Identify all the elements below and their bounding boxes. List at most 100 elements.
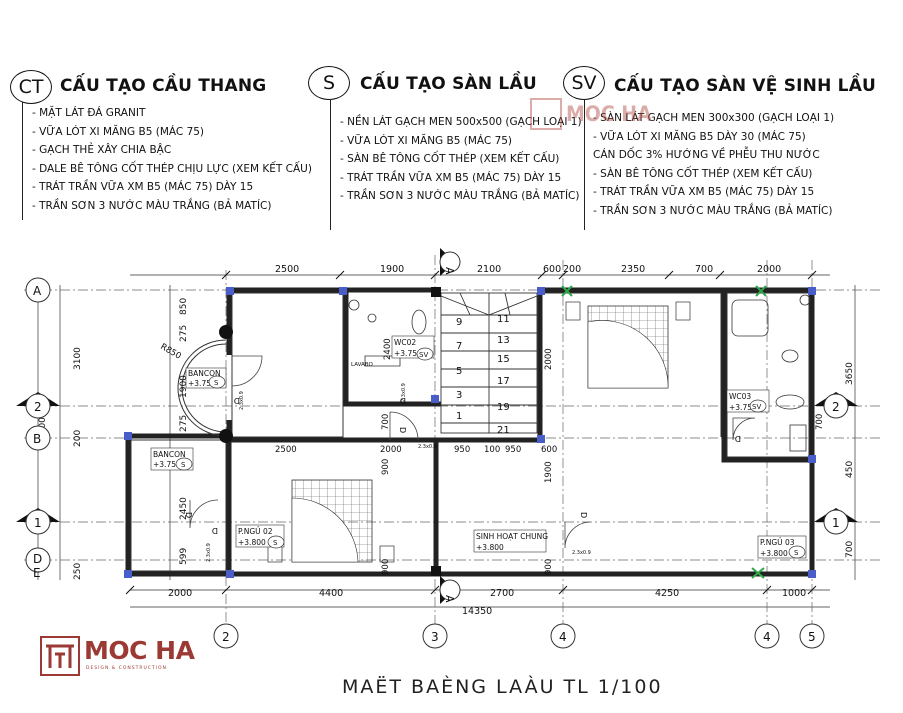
top-dimensions: 2500 1900 2100 600 200 2350 700 2000	[275, 264, 781, 275]
logo-subtext: DESIGN & CONSTRUCTION	[86, 666, 167, 671]
section-title: CẤU TẠO SÀN LẦU	[360, 74, 537, 94]
svg-text:900: 900	[381, 559, 391, 575]
svg-text:700: 700	[845, 541, 855, 558]
svg-text:19: 19	[497, 402, 510, 413]
svg-text:700: 700	[381, 414, 391, 430]
left-dimensions: 850 275 1900 275 2450 599 250 3100 6000 …	[38, 298, 189, 580]
columns-blue	[124, 287, 816, 578]
windows-green	[561, 285, 767, 579]
spec-item: - VỮA LÓT XI MĂNG B5 (MÁC 75)	[32, 125, 205, 138]
spec-item: - NỀN LÁT GẠCH MEN 500x500 (GẠCH LOẠI 1)	[340, 116, 582, 128]
svg-text:+3.800: +3.800	[238, 538, 266, 547]
door-swings	[189, 355, 756, 549]
svg-text:3: 3	[431, 630, 439, 644]
watermark-logo-mark-icon	[530, 98, 562, 130]
spec-item: - VỮA LÓT XI MĂNG B5 (MÁC 75)	[340, 134, 513, 147]
svg-text:+3.750: +3.750	[394, 349, 422, 358]
section-code-badge: SV	[563, 66, 605, 100]
grid-bubbles-left: A 2 B 1 D E	[16, 277, 60, 580]
svg-text:1000: 1000	[782, 588, 806, 599]
spec-item: - TRÁT TRẦN VỮA XM B5 (MÁC 75) DÀY 15	[340, 171, 562, 184]
svg-text:E: E	[33, 566, 41, 580]
grid-bubbles-right: 2 1	[814, 392, 858, 535]
spec-item: - TRẦN SƠN 3 NƯỚC MÀU TRẮNG (BẢ MATÍC)	[340, 190, 580, 202]
section-items: - MẶT LÁT ĐÁ GRANIT - VỮA LÓT XI MĂNG B5…	[32, 104, 312, 215]
svg-text:2: 2	[222, 630, 230, 644]
svg-text:200: 200	[73, 430, 83, 447]
svg-text:BANCON: BANCON	[153, 450, 186, 459]
svg-text:11: 11	[497, 314, 510, 325]
svg-text:A: A	[33, 284, 42, 298]
svg-text:D: D	[33, 552, 42, 566]
svg-text:900: 900	[544, 559, 554, 575]
svg-text:600: 600	[543, 264, 561, 275]
svg-text:2450: 2450	[179, 497, 189, 520]
svg-text:D: D	[579, 512, 588, 518]
section-markers: A A	[439, 248, 461, 604]
logo-mark-icon	[40, 636, 80, 676]
svg-text:2.3x0.9: 2.3x0.9	[572, 550, 591, 556]
window-tags: 2.3x0.9 2.3x0.9 2.3x0.9 2.3x0.9 2.3x0.9	[206, 383, 591, 562]
spec-item: - TRẦN SƠN 3 NƯỚC MÀU TRẮNG (BẢ MATÍC)	[32, 199, 272, 212]
floor-finish-tags: S SV SV S S S	[175, 347, 806, 559]
svg-text:275: 275	[179, 415, 189, 432]
svg-text:200: 200	[563, 264, 581, 275]
svg-text:14350: 14350	[462, 606, 492, 617]
brand-logo: MOC HA DESIGN & CONSTRUCTION	[40, 636, 195, 680]
svg-text:13: 13	[497, 335, 510, 346]
svg-text:WC03: WC03	[729, 392, 751, 401]
svg-text:SINH HOẠT CHUNG: SINH HOẠT CHUNG	[476, 532, 548, 541]
section-code-badge: CT	[10, 70, 52, 104]
svg-text:2.3x0.9: 2.3x0.9	[418, 444, 437, 450]
section-items: - SÀN LÁT GẠCH MEN 300x300 (GẠCH LOẠI 1)…	[593, 109, 834, 220]
svg-text:S: S	[181, 461, 186, 469]
svg-text:2000: 2000	[380, 445, 402, 455]
section-divider	[22, 102, 23, 220]
svg-text:WC02: WC02	[394, 338, 416, 347]
fixture-label: LAVABO	[351, 362, 373, 368]
grid-bubbles-bottom: 2 3 4 4 5	[213, 623, 825, 649]
svg-text:850: 850	[179, 298, 189, 315]
svg-text:2000: 2000	[757, 264, 781, 275]
section-divider	[584, 100, 585, 230]
svg-text:A: A	[443, 595, 456, 603]
svg-text:+3.800: +3.800	[760, 549, 788, 558]
fixtures	[348, 294, 811, 452]
svg-text:2: 2	[34, 400, 42, 414]
balcony-arc	[177, 339, 227, 437]
watermark-text: MOC HA	[566, 102, 652, 126]
svg-text:2000: 2000	[544, 348, 554, 370]
door-tags: D D D D D D D	[184, 396, 741, 535]
svg-text:2400: 2400	[383, 338, 393, 360]
watermark-logo: MOC HA	[530, 98, 652, 130]
svg-text:2.3x0.9: 2.3x0.9	[401, 383, 407, 402]
spec-item: CÁN DỐC 3% HƯỚNG VỀ PHỄU THU NƯỚC	[593, 149, 820, 161]
svg-text:S: S	[273, 539, 278, 547]
dimension-ticks	[125, 270, 817, 595]
section-code-badge: S	[308, 66, 350, 100]
spec-item: - SÀN BÊ TÔNG CỐT THÉP (XEM KẾT CẤU)	[593, 167, 813, 180]
section-items: - NỀN LÁT GẠCH MEN 500x500 (GẠCH LOẠI 1)…	[340, 113, 582, 206]
svg-text:950: 950	[505, 445, 521, 455]
svg-text:2000: 2000	[168, 588, 192, 599]
section-divider	[330, 100, 331, 230]
svg-text:B: B	[33, 432, 41, 446]
svg-text:9: 9	[456, 317, 462, 328]
svg-text:+3.750: +3.750	[188, 379, 216, 388]
spec-item: - TRÁT TRẦN VỮA XM B5 (MÁC 75) DÀY 15	[593, 186, 815, 198]
svg-text:2700: 2700	[490, 588, 514, 599]
svg-text:2350: 2350	[621, 264, 645, 275]
svg-text:900: 900	[381, 459, 391, 475]
svg-text:2.3x0.9: 2.3x0.9	[206, 543, 212, 562]
svg-text:1: 1	[832, 516, 840, 530]
svg-text:2: 2	[832, 400, 840, 414]
svg-text:1: 1	[34, 516, 42, 530]
stair-numbers: 9 11 7 13 5 15 3 17 1 19 21	[456, 314, 510, 436]
drawing-caption: MAËT BAÈNG LAÀU TL 1/100	[342, 676, 663, 698]
svg-text:3100: 3100	[73, 347, 83, 370]
svg-text:3650: 3650	[845, 362, 855, 385]
svg-text:D: D	[398, 427, 407, 433]
svg-text:21: 21	[497, 425, 510, 436]
svg-text:+3.750: +3.750	[153, 460, 181, 469]
spec-item: - GẠCH THẺ XÂY CHIA BẬC	[32, 144, 172, 156]
